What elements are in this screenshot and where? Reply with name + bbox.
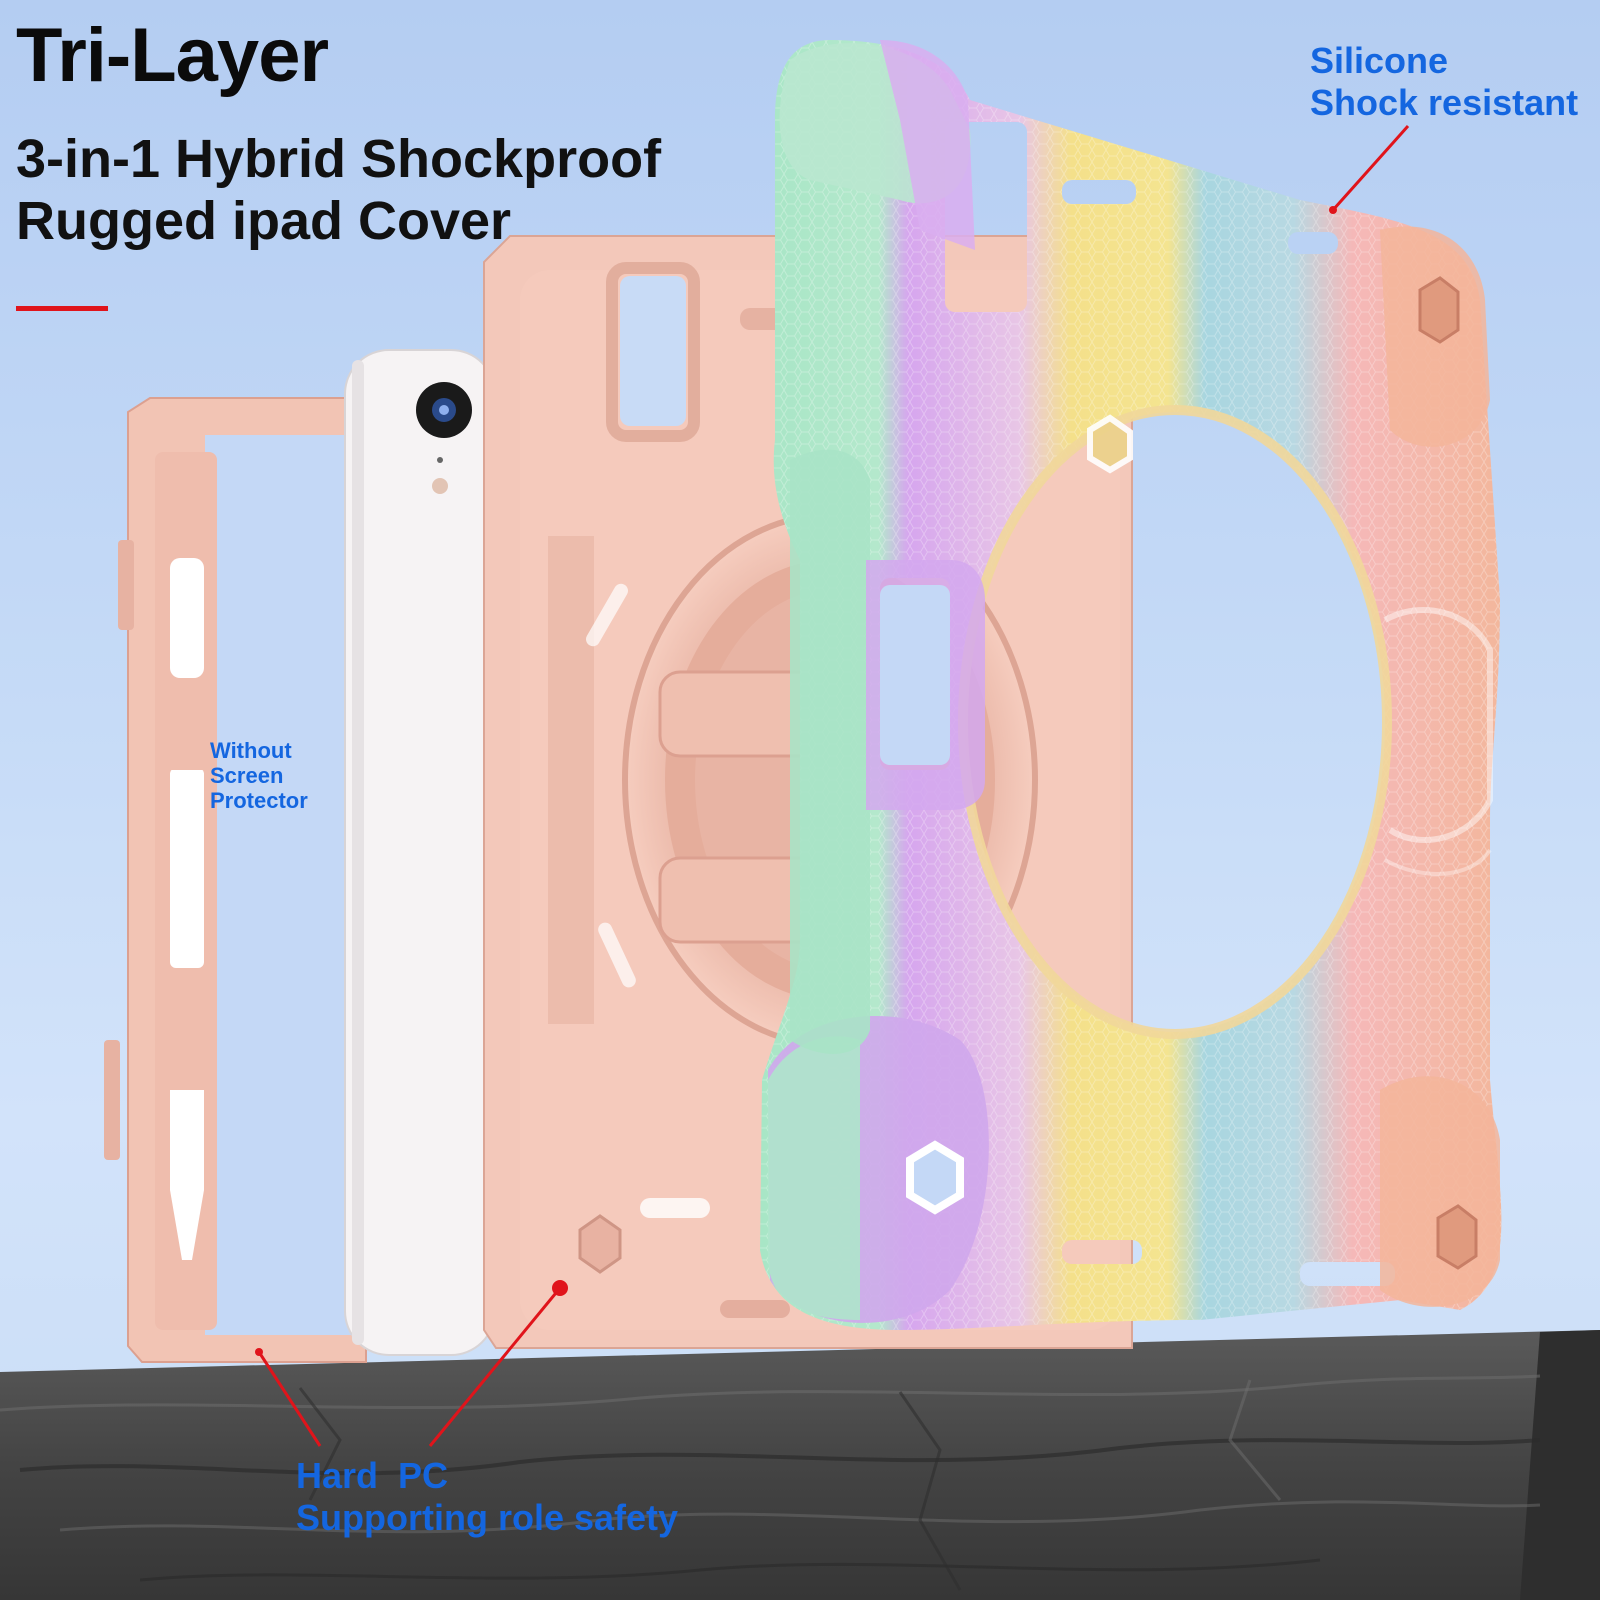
silicone-callout-line-2: Shock resistant bbox=[1310, 82, 1579, 123]
screen-callout: Without Screen Protector bbox=[210, 738, 308, 813]
silicone-callout-line-1: Silicone bbox=[1310, 40, 1449, 81]
screen-callout-line-3: Protector bbox=[210, 788, 308, 813]
hard-pc-callout-line-2: Supporting role safety bbox=[296, 1497, 679, 1538]
accent-underline bbox=[16, 306, 108, 311]
silicone-cover bbox=[760, 40, 1502, 1330]
screen-callout-line-2: Screen bbox=[210, 763, 284, 788]
hard-pc-callout: Hard PC Supporting role safety bbox=[296, 1455, 678, 1539]
tablet-device bbox=[344, 349, 496, 1356]
silicone-callout: Silicone Shock resistant bbox=[1310, 40, 1578, 124]
screen-frame-layer bbox=[104, 397, 367, 1363]
subtitle-line-2: Rugged ipad Cover bbox=[16, 191, 512, 251]
hard-pc-callout-line-1: Hard PC bbox=[296, 1455, 449, 1496]
rock-ledge bbox=[0, 1330, 1600, 1600]
callout-pointers bbox=[255, 125, 1410, 1447]
screen-callout-line-1: Without bbox=[210, 738, 292, 763]
headline: Tri-Layer bbox=[16, 13, 329, 98]
subtitle-line-1: 3-in-1 Hybrid Shockproof bbox=[16, 129, 662, 189]
